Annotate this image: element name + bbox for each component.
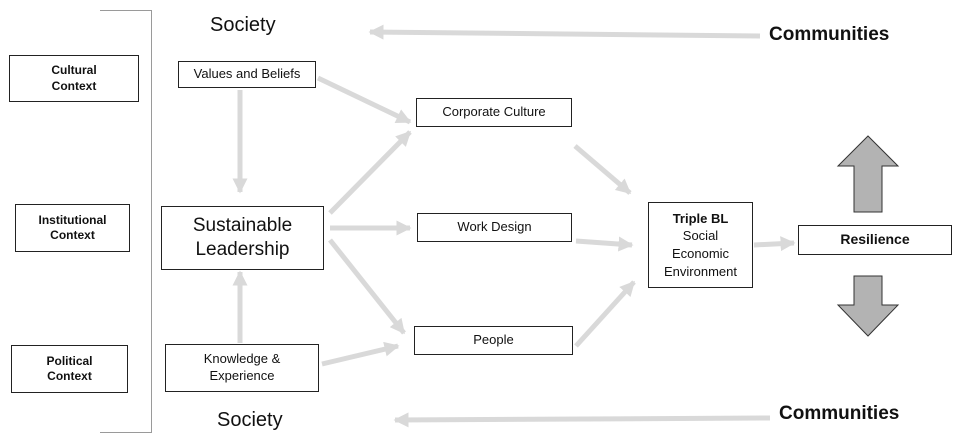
arrow-people-to-triple-bl (574, 280, 636, 348)
triple-bl-social: Social (682, 228, 719, 244)
arrow-knowledge-to-people (321, 341, 400, 367)
context-bracket (100, 10, 152, 433)
institutional-context-box: Institutional Context (15, 204, 130, 252)
arrow-leadership-to-people (328, 238, 406, 335)
communities-top-label: Communities (769, 24, 890, 45)
arrow-triple-bl-to-resilience (753, 236, 796, 252)
sustainable-leadership-box: Sustainable Leadership (161, 206, 324, 270)
resilience-down-block-arrow (836, 275, 900, 337)
work-design-box: Work Design (417, 213, 572, 242)
knowledge-and-experience-box: Knowledge & Experience (165, 344, 319, 392)
corporate-culture-box: Corporate Culture (416, 98, 572, 127)
arrow-communities-to-society-top (368, 24, 761, 40)
society-bottom-label: Society (217, 409, 283, 431)
triple-bl-economic: Economic (671, 246, 730, 261)
arrow-communities-to-society-bottom (393, 412, 771, 428)
communities-bottom-label: Communities (779, 403, 900, 424)
cultural-context-box: Cultural Context (9, 55, 139, 102)
resilience-box: Resilience (798, 225, 952, 255)
political-context-box: Political Context (11, 345, 128, 393)
resilience-up-block-arrow (836, 135, 900, 213)
triple-bl-title: Triple BL (672, 210, 729, 226)
arrow-corporate-culture-to-triple-bl (573, 144, 632, 195)
triple-bl-box: Triple BL Social Economic Environment (648, 202, 753, 288)
arrow-leadership-to-corporate-culture (328, 130, 412, 215)
people-box: People (414, 326, 573, 355)
society-top-label: Society (210, 14, 276, 36)
arrow-work-design-to-triple-bl (575, 236, 634, 252)
values-and-beliefs-box: Values and Beliefs (178, 61, 316, 88)
arrow-values-to-corporate-culture (316, 75, 412, 125)
triple-bl-environment: Environment (664, 263, 737, 279)
